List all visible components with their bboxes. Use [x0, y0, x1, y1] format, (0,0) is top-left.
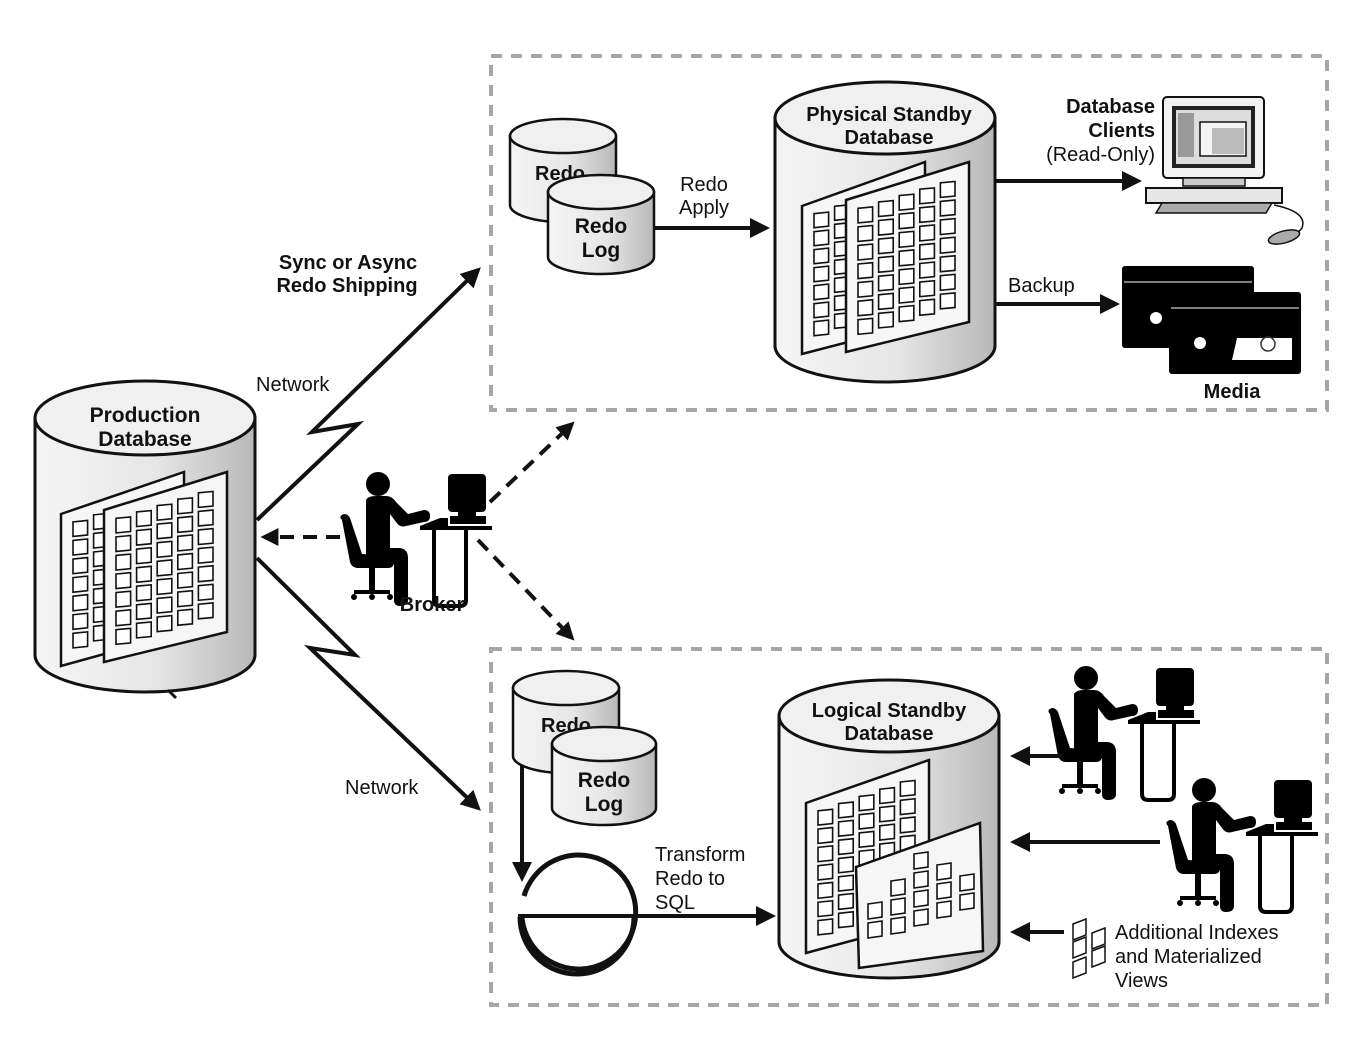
additional-indexes-label-line2: and Materialized [1115, 946, 1262, 968]
broker-label: Broker [400, 594, 465, 616]
physical-db-label-line2: Database [845, 127, 934, 149]
desktop-computer-icon [1145, 96, 1304, 245]
network-top-label: Network [256, 374, 330, 396]
physical-db-tables-icon [800, 160, 971, 356]
database-clients-label-line2: Clients [1088, 120, 1155, 142]
physical-site-boundary [489, 54, 1329, 412]
sql-apply-engine-icon [517, 852, 639, 977]
redo-log-front-logical-label-line2: Log [585, 793, 623, 816]
database-clients[interactable]: Database Clients (Read-Only) [1046, 96, 1304, 247]
additional-indexes[interactable]: Additional Indexes and Materialized View… [1072, 917, 1278, 992]
logical-db-tables-icon [804, 758, 985, 970]
logical-standby-database[interactable]: Logical Standby Database [777, 678, 1001, 980]
logical-db-label-line1: Logical Standby [812, 700, 967, 722]
redo-shipping-label-line2: Redo Shipping [276, 275, 417, 297]
logical-user-1[interactable] [1046, 664, 1202, 802]
redo-shipping-label-line1: Sync or Async [279, 252, 417, 274]
additional-indexes-label-line3: Views [1115, 970, 1168, 992]
transform-label-line1: Transform [655, 844, 745, 866]
broker-to-logical-arrow [476, 538, 575, 641]
index-pages-icon [1072, 917, 1106, 980]
backup-media[interactable]: Media [1122, 266, 1301, 403]
logical-db-label-line2: Database [845, 723, 934, 745]
additional-indexes-label-line1: Additional Indexes [1115, 922, 1278, 944]
table-cells [115, 490, 214, 646]
media-label: Media [1204, 381, 1262, 403]
logical-site-boundary [489, 647, 1329, 1007]
broker[interactable]: Broker [338, 470, 494, 616]
table-cells [857, 180, 956, 336]
redo-apply-label-line2: Apply [679, 197, 729, 219]
physical-standby-database[interactable]: Physical Standby Database [773, 80, 997, 384]
broker-person-icon [338, 470, 494, 608]
physical-db-label-line1: Physical Standby [806, 104, 972, 126]
broker-to-physical-arrow [488, 421, 575, 504]
production-db-tables-icon [59, 470, 229, 668]
database-clients-label-line1: Database [1066, 96, 1155, 118]
person-at-desk-icon [1164, 776, 1320, 914]
index-cells [867, 851, 975, 939]
backup-label: Backup [1008, 275, 1075, 297]
network-bottom-label: Network [345, 777, 419, 799]
logical-user-2[interactable] [1164, 776, 1320, 914]
database-clients-label-line3: (Read-Only) [1046, 144, 1155, 166]
redo-apply-label-line1: Redo [680, 174, 728, 196]
redo-log-front-logical[interactable]: Redo Log [550, 725, 658, 827]
tape-cartridge-icon [1122, 266, 1301, 374]
redo-log-front-physical[interactable]: Redo Log [546, 173, 656, 276]
production-db-label-line2: Database [98, 428, 191, 451]
transform-label-line2: Redo to [655, 868, 725, 890]
production-database[interactable]: Production Database [33, 379, 257, 700]
redo-log-front-physical-label-line2: Log [582, 239, 620, 262]
production-db-label-line1: Production [90, 404, 201, 427]
person-at-desk-icon [1046, 664, 1202, 802]
redo-log-front-logical-label-line1: Redo [578, 769, 631, 792]
network-link-top [255, 267, 481, 522]
redo-log-front-physical-label-line1: Redo [575, 215, 628, 238]
network-link-bottom [255, 556, 481, 811]
transform-label-line3: SQL [655, 892, 695, 914]
